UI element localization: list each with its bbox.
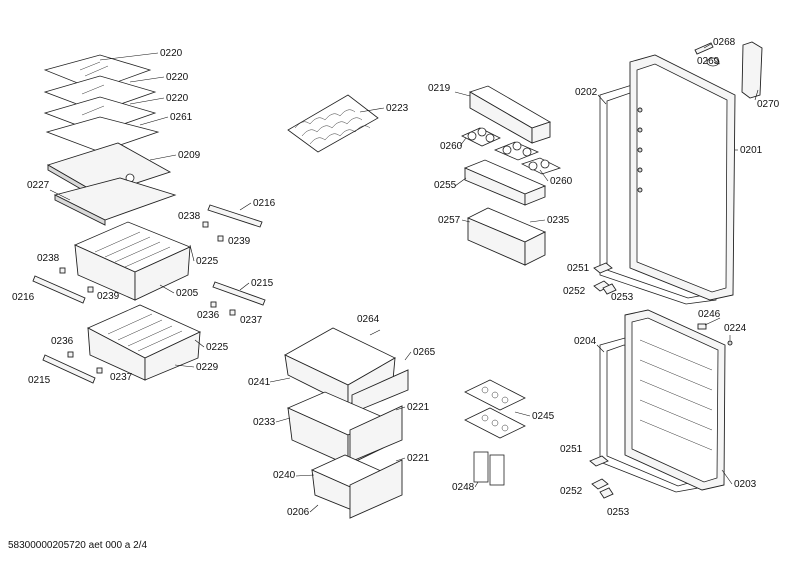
callout-label-c0219[interactable]: 0219 <box>428 83 451 94</box>
callout-label-c0223[interactable]: 0223 <box>386 103 409 114</box>
rail-0215-upper[interactable] <box>212 281 266 306</box>
ice-tray-0245-b[interactable] <box>464 407 526 439</box>
callout-label-c0220c[interactable]: 0220 <box>166 93 189 104</box>
callout-label-c0237b[interactable]: 0237 <box>110 372 133 383</box>
callout-label-c0252a[interactable]: 0252 <box>563 286 586 297</box>
hinge-0251-lower[interactable] <box>589 455 609 467</box>
glass-shelf-0261[interactable] <box>45 116 160 153</box>
clip-0236-b[interactable] <box>67 351 74 358</box>
callout-label-c0221b[interactable]: 0221 <box>407 453 430 464</box>
door-shelf-0257[interactable] <box>467 207 546 266</box>
callout-label-c0252b[interactable]: 0252 <box>560 486 583 497</box>
ice-tray-0245-a[interactable] <box>464 379 526 411</box>
callout-label-c0251a[interactable]: 0251 <box>567 263 590 274</box>
callout-label-c0233[interactable]: 0233 <box>253 417 276 428</box>
callout-label-c0269[interactable]: 0269 <box>697 56 720 67</box>
callout-label-c0202[interactable]: 0202 <box>575 87 598 98</box>
callout-label-c0239a[interactable]: 0239 <box>228 236 251 247</box>
callout-label-c0246[interactable]: 0246 <box>698 309 721 320</box>
clip-0237-b[interactable] <box>96 367 103 374</box>
hinge-0251-upper[interactable] <box>593 262 613 274</box>
callout-label-c0260b[interactable]: 0260 <box>550 176 573 187</box>
rail-0216-upper[interactable] <box>207 204 263 228</box>
callout-label-c0265[interactable]: 0265 <box>413 347 436 358</box>
callout-label-c0257[interactable]: 0257 <box>438 215 461 226</box>
callout-label-c0239b[interactable]: 0239 <box>97 291 120 302</box>
hinge-0253-upper[interactable] <box>602 283 617 295</box>
rail-0216-lower[interactable] <box>32 275 86 304</box>
clip-0236-a[interactable] <box>210 301 217 308</box>
callout-label-c0221a[interactable]: 0221 <box>407 402 430 413</box>
callout-label-c0260a[interactable]: 0260 <box>440 141 463 152</box>
hinge-0252-lower[interactable] <box>591 478 609 490</box>
callout-label-c0264[interactable]: 0264 <box>357 314 380 325</box>
door-shelf-0219[interactable] <box>469 85 551 144</box>
clip-0239-b[interactable] <box>87 286 94 293</box>
hinge-0253-lower[interactable] <box>599 487 614 499</box>
ice-accessory-0248[interactable] <box>473 451 505 486</box>
callout-label-c0215b[interactable]: 0215 <box>28 375 51 386</box>
clip-0238-b[interactable] <box>59 267 66 274</box>
door-shelf-0255[interactable] <box>463 159 547 206</box>
callout-label-c0209[interactable]: 0209 <box>178 150 201 161</box>
callout-label-c0253a[interactable]: 0253 <box>611 292 634 303</box>
drawer-front-0221-lower[interactable] <box>349 459 403 519</box>
callout-label-c0206[interactable]: 0206 <box>287 507 310 518</box>
callout-label-c0248[interactable]: 0248 <box>452 482 475 493</box>
callout-label-c0237a[interactable]: 0237 <box>240 315 263 326</box>
hinge-bracket-0270[interactable] <box>741 41 763 99</box>
document-code: 58300000205720 aet 000 a 2/4 <box>8 540 148 551</box>
egg-tray-0260-c[interactable] <box>520 157 562 175</box>
callout-label-c0205[interactable]: 0205 <box>176 288 199 299</box>
callout-label-c0220b[interactable]: 0220 <box>166 72 189 83</box>
callout-label-c0241[interactable]: 0241 <box>248 377 271 388</box>
callout-label-c0245[interactable]: 0245 <box>532 411 555 422</box>
callout-label-c0225a[interactable]: 0225 <box>196 256 219 267</box>
clip-0239-a[interactable] <box>217 235 224 242</box>
callout-label-c0204[interactable]: 0204 <box>574 336 597 347</box>
clip-0237-a[interactable] <box>229 309 236 316</box>
callout-leaders <box>49 43 759 513</box>
egg-tray-0260-b[interactable] <box>493 141 540 161</box>
callout-label-c0235[interactable]: 0235 <box>547 215 570 226</box>
callout-label-c0236b[interactable]: 0236 <box>51 336 74 347</box>
part-0224[interactable] <box>727 340 733 346</box>
callout-label-c0220a[interactable]: 0220 <box>160 48 183 59</box>
callout-label-c0225b[interactable]: 0225 <box>206 342 229 353</box>
callout-label-c0215a[interactable]: 0215 <box>251 278 274 289</box>
callout-label-c0251b[interactable]: 0251 <box>560 444 583 455</box>
drawer-front-0221-upper[interactable] <box>349 405 403 463</box>
callout-label-c0224[interactable]: 0224 <box>724 323 747 334</box>
freezer-door-0203[interactable] <box>624 309 726 491</box>
callout-label-c0253b[interactable]: 0253 <box>607 507 630 518</box>
wine-rack-0223[interactable] <box>287 94 379 153</box>
part-0269[interactable] <box>706 57 720 67</box>
rail-0215-lower[interactable] <box>42 354 96 384</box>
callout-labels: 0220 0220 0220 0261 0209 0227 0223 0216 0238 0239… <box>12 37 780 518</box>
callout-label-c0261[interactable]: 0261 <box>170 112 193 123</box>
crisper-cover-0227[interactable] <box>53 177 177 226</box>
callout-label-c0268[interactable]: 0268 <box>713 37 736 48</box>
callout-label-c0238b[interactable]: 0238 <box>37 253 60 264</box>
callout-label-c0216a[interactable]: 0216 <box>253 198 276 209</box>
callout-label-c0203[interactable]: 0203 <box>734 479 757 490</box>
callout-label-c0229[interactable]: 0229 <box>196 362 219 373</box>
callout-label-c0240[interactable]: 0240 <box>273 470 296 481</box>
egg-tray-0260-a[interactable] <box>461 127 501 147</box>
callout-label-c0227[interactable]: 0227 <box>27 180 50 191</box>
callout-label-c0255[interactable]: 0255 <box>434 180 457 191</box>
part-0246[interactable] <box>697 323 707 330</box>
callout-label-c0236a[interactable]: 0236 <box>197 310 220 321</box>
drawer-0229[interactable] <box>87 304 201 381</box>
drawer-0205[interactable] <box>74 221 192 301</box>
callout-label-c0216b[interactable]: 0216 <box>12 292 35 303</box>
callout-label-c0201[interactable]: 0201 <box>740 145 763 156</box>
fridge-door-0201[interactable] <box>629 54 736 301</box>
clip-0238-a[interactable] <box>202 221 209 228</box>
callout-label-c0270[interactable]: 0270 <box>757 99 780 110</box>
callout-label-c0238a[interactable]: 0238 <box>178 211 201 222</box>
